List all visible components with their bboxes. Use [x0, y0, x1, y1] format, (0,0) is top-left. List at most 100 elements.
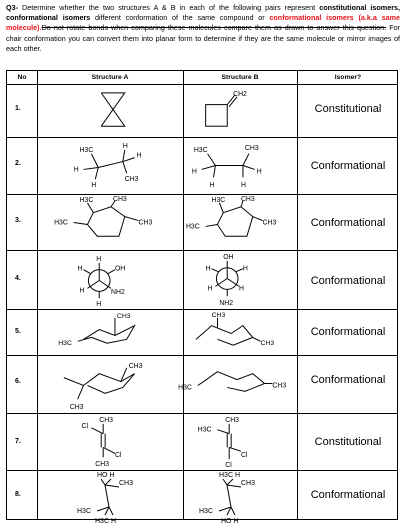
svg-text:CH3: CH3 — [113, 196, 127, 203]
isomer-table: No Structure A Structure B Isomer? 1. CH… — [6, 70, 398, 524]
header-structure-a: Structure A — [91, 74, 129, 81]
highlighted-phrase: conformational isomers (a.k.a same molec… — [6, 13, 401, 33]
row-number: 1. — [15, 105, 21, 112]
svg-text:CH3: CH3 — [241, 480, 255, 487]
struck-sentence: Do not rotate bonds when comparing these… — [41, 23, 387, 33]
svg-text:CH3: CH3 — [212, 312, 226, 319]
structure-a-alkene: CH3 Cl Cl CH3 — [43, 414, 183, 470]
svg-text:Cl: Cl — [115, 452, 122, 459]
header-isomer: Isomer? — [334, 74, 362, 81]
header-no: No — [17, 74, 27, 81]
svg-text:CH3: CH3 — [245, 145, 259, 152]
svg-text:Cl: Cl — [241, 452, 248, 459]
svg-text:H: H — [206, 266, 211, 273]
table-row: 1. CH2 Constitutional — [7, 85, 397, 138]
header-structure-b: Structure B — [221, 74, 259, 81]
row-number: 5. — [15, 328, 21, 335]
svg-text:CH3: CH3 — [119, 480, 133, 487]
table-row: 6. CH3 CH3 H3C CH3 Conformational — [7, 356, 397, 414]
svg-text:H: H — [243, 266, 248, 273]
svg-text:Cl: Cl — [225, 462, 232, 469]
svg-text:H: H — [74, 166, 79, 173]
structure-a-trimethylcyclopentane: H3C CH3 H3C CH3 — [43, 195, 183, 250]
svg-text:CH3: CH3 — [241, 196, 255, 203]
svg-text:HO H: HO H — [97, 472, 115, 479]
svg-text:H: H — [239, 285, 244, 292]
table-row: 8. HO H CH3 H3C H3C H — [7, 471, 397, 524]
svg-text:H3C: H3C — [198, 427, 212, 434]
structure-a-ethane-sawhorse: H3C H H H H CH3 — [43, 138, 183, 194]
isomer-answer: Constitutional — [314, 436, 382, 448]
svg-text:HO H: HO H — [221, 518, 239, 524]
structure-b-newman-projection: OH H H H H NH2 — [183, 251, 297, 309]
structure-b-methylenecyclobutene: CH2 — [183, 85, 297, 137]
svg-text:CH3: CH3 — [129, 363, 143, 370]
table-row: 5. CH3 H3C CH3 CH3 Conformational — [7, 310, 397, 356]
svg-text:CH3: CH3 — [99, 417, 113, 424]
svg-text:H: H — [241, 182, 246, 189]
svg-text:NH2: NH2 — [219, 300, 233, 307]
isomer-answer: Conformational — [310, 275, 386, 287]
svg-text:H: H — [137, 153, 142, 160]
isomer-answer: Conformational — [310, 217, 386, 229]
question-number: Q3- — [6, 3, 18, 12]
svg-text:H: H — [91, 182, 96, 189]
structure-b-ethane-sawhorse: H3C CH3 H H H H — [183, 138, 297, 194]
table-row: 2. H3C H H H H CH3 — [7, 138, 397, 195]
svg-text:H3C: H3C — [77, 508, 91, 515]
isomer-answer: Conformational — [310, 489, 386, 501]
svg-text:H: H — [78, 266, 83, 273]
structure-b-chair: H3C CH3 — [178, 356, 297, 413]
question-text: Q3- Determine whether the two structures… — [6, 3, 401, 53]
svg-text:H: H — [80, 287, 85, 294]
svg-text:H3C H: H3C H — [219, 472, 240, 479]
svg-text:H3C H: H3C H — [95, 518, 116, 524]
svg-text:CH3: CH3 — [272, 382, 286, 389]
svg-text:H3C: H3C — [80, 197, 94, 204]
table-row: 3. H3C CH3 H3C CH3 H3C CH3 — [7, 195, 397, 251]
svg-text:CH3: CH3 — [261, 340, 275, 347]
svg-text:H3C: H3C — [199, 508, 213, 515]
svg-text:CH3: CH3 — [95, 461, 109, 468]
svg-text:H: H — [257, 168, 262, 175]
structure-a-chair: CH3 H3C — [43, 310, 183, 355]
isomer-answer: Conformational — [310, 326, 386, 338]
column-divider — [297, 71, 298, 519]
svg-text:NH2: NH2 — [111, 289, 125, 296]
svg-text:OH: OH — [223, 254, 233, 261]
svg-text:CH3: CH3 — [139, 219, 153, 226]
table-row: 7. CH3 Cl Cl CH3 — [7, 414, 397, 471]
svg-text:OH: OH — [115, 266, 125, 273]
structure-b-trimethylcyclopentane: H3C CH3 H3C CH3 — [183, 195, 297, 250]
row-number: 3. — [15, 217, 21, 224]
svg-text:H: H — [210, 182, 215, 189]
table-header: No Structure A Structure B Isomer? — [7, 71, 397, 85]
isomer-answer: Conformational — [310, 160, 386, 172]
row-number: 2. — [15, 160, 21, 167]
column-divider — [183, 71, 184, 519]
svg-text:H: H — [192, 168, 197, 175]
svg-text:H3C: H3C — [58, 340, 72, 347]
svg-text:H3C: H3C — [212, 197, 226, 204]
structure-a-newman-projection: H H OH H NH2 H — [43, 251, 183, 309]
row-number: 7. — [15, 438, 21, 445]
svg-text:CH3: CH3 — [70, 404, 84, 411]
column-divider — [37, 71, 38, 519]
svg-text:Cl: Cl — [82, 423, 89, 430]
svg-text:H: H — [96, 256, 101, 263]
svg-text:H3C: H3C — [80, 147, 94, 154]
svg-text:H: H — [208, 285, 213, 292]
svg-text:H3C: H3C — [54, 219, 68, 226]
table-row: 4. H H OH H NH2 H — [7, 251, 397, 310]
isomer-answer: Constitutional — [314, 103, 382, 115]
structure-b-chair: CH3 CH3 — [183, 310, 297, 355]
svg-text:CH3: CH3 — [263, 219, 277, 226]
svg-text:H: H — [96, 301, 101, 308]
structure-a-spiro — [43, 85, 183, 137]
structure-a-sawhorse: HO H CH3 H3C H3C H — [43, 471, 183, 524]
structure-a-chair: CH3 CH3 — [43, 356, 183, 413]
row-number: 4. — [15, 275, 21, 282]
structure-b-sawhorse: H3C H CH3 H3C HO H — [183, 471, 297, 524]
structure-b-alkene: CH3 H3C Cl Cl — [183, 414, 297, 470]
ch2-label: CH2 — [233, 91, 247, 98]
